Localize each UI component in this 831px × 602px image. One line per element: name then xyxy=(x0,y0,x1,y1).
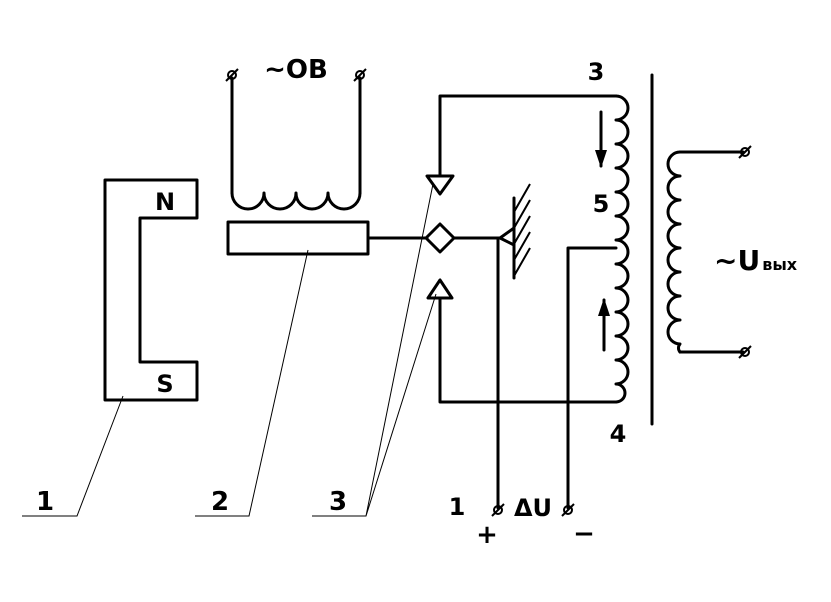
primary-winding xyxy=(614,94,630,404)
plus-sign: + xyxy=(476,520,498,550)
magnet-north-label: N xyxy=(155,188,175,216)
tap-label-4: 4 xyxy=(610,420,627,448)
output-voltage-subscript: вых xyxy=(762,255,798,274)
upper-fixed-contact xyxy=(425,174,455,196)
pivot-mount xyxy=(498,183,531,280)
armature-rod xyxy=(226,220,370,256)
callout-label-3: 3 xyxy=(329,487,347,517)
output-terminal-top xyxy=(738,145,752,159)
callout-label-2: 2 xyxy=(211,487,229,517)
excitation-terminal-right xyxy=(353,68,367,82)
output-voltage-main: ~U xyxy=(714,244,760,277)
lower-fixed-contact xyxy=(426,278,454,300)
minus-terminal xyxy=(561,503,575,517)
tap-label-5: 5 xyxy=(593,190,610,218)
excitation-winding xyxy=(230,76,362,211)
current-arrow-down xyxy=(595,110,607,168)
moving-contact xyxy=(424,222,456,254)
delta-u-label: ΔU xyxy=(514,494,552,522)
callout-leader-2 xyxy=(195,249,309,517)
current-arrow-up xyxy=(598,298,610,352)
callout-leader-1 xyxy=(22,395,124,517)
terminal-label-1: 1 xyxy=(449,493,466,521)
excitation-winding-label: ~ОВ xyxy=(264,55,328,85)
excitation-terminal-left xyxy=(225,68,239,82)
callout-label-1: 1 xyxy=(36,487,54,517)
minus-sign: − xyxy=(573,519,595,549)
tap-label-3: 3 xyxy=(588,58,605,86)
permanent-magnet xyxy=(103,178,199,402)
secondary-winding xyxy=(666,150,745,354)
callout-leader-3 xyxy=(312,183,437,517)
plus-terminal xyxy=(491,503,505,517)
magnet-south-label: S xyxy=(156,370,173,398)
output-terminal-bottom xyxy=(738,345,752,359)
